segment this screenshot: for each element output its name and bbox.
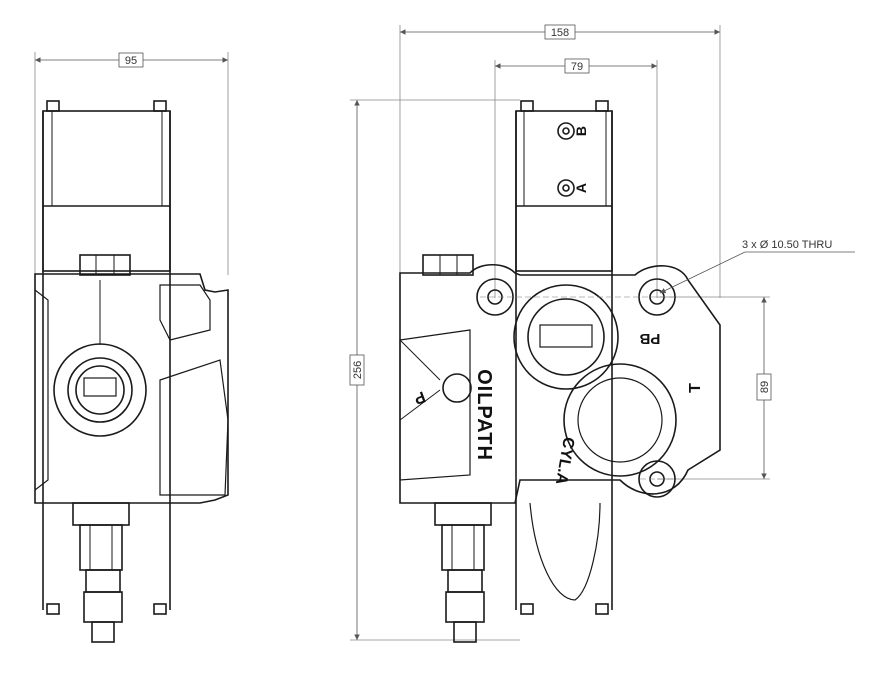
- port-cyla-label: CYL.A: [552, 436, 577, 487]
- port-b-label: B: [573, 126, 589, 136]
- dim-label-256: 256: [352, 361, 364, 379]
- front-view: [350, 25, 770, 643]
- dimension-hole-spacing: 89: [756, 297, 772, 479]
- port-a-label: A: [573, 183, 589, 193]
- brand-logo-text: OILPATH: [473, 369, 495, 461]
- hole-callout: 3 x Ø 10.50 THRU: [659, 239, 855, 294]
- dimension-width-side: 95: [35, 52, 228, 68]
- center-lines: [480, 296, 675, 480]
- dim-label-89: 89: [759, 381, 771, 393]
- dim-label-95: 95: [125, 55, 137, 67]
- dimension-width-front: 158: [400, 24, 720, 40]
- dimension-height: 256: [349, 100, 365, 640]
- dim-label-158: 158: [551, 27, 569, 39]
- dimension-port-spacing: 79: [495, 58, 657, 74]
- dim-label-79: 79: [571, 61, 583, 73]
- port-t-label: T: [687, 383, 704, 393]
- port-pb-label: PB: [639, 330, 660, 347]
- hole-callout-text: 3 x Ø 10.50 THRU: [742, 239, 832, 251]
- side-view: [34, 52, 229, 643]
- port-p-label: P: [411, 387, 427, 407]
